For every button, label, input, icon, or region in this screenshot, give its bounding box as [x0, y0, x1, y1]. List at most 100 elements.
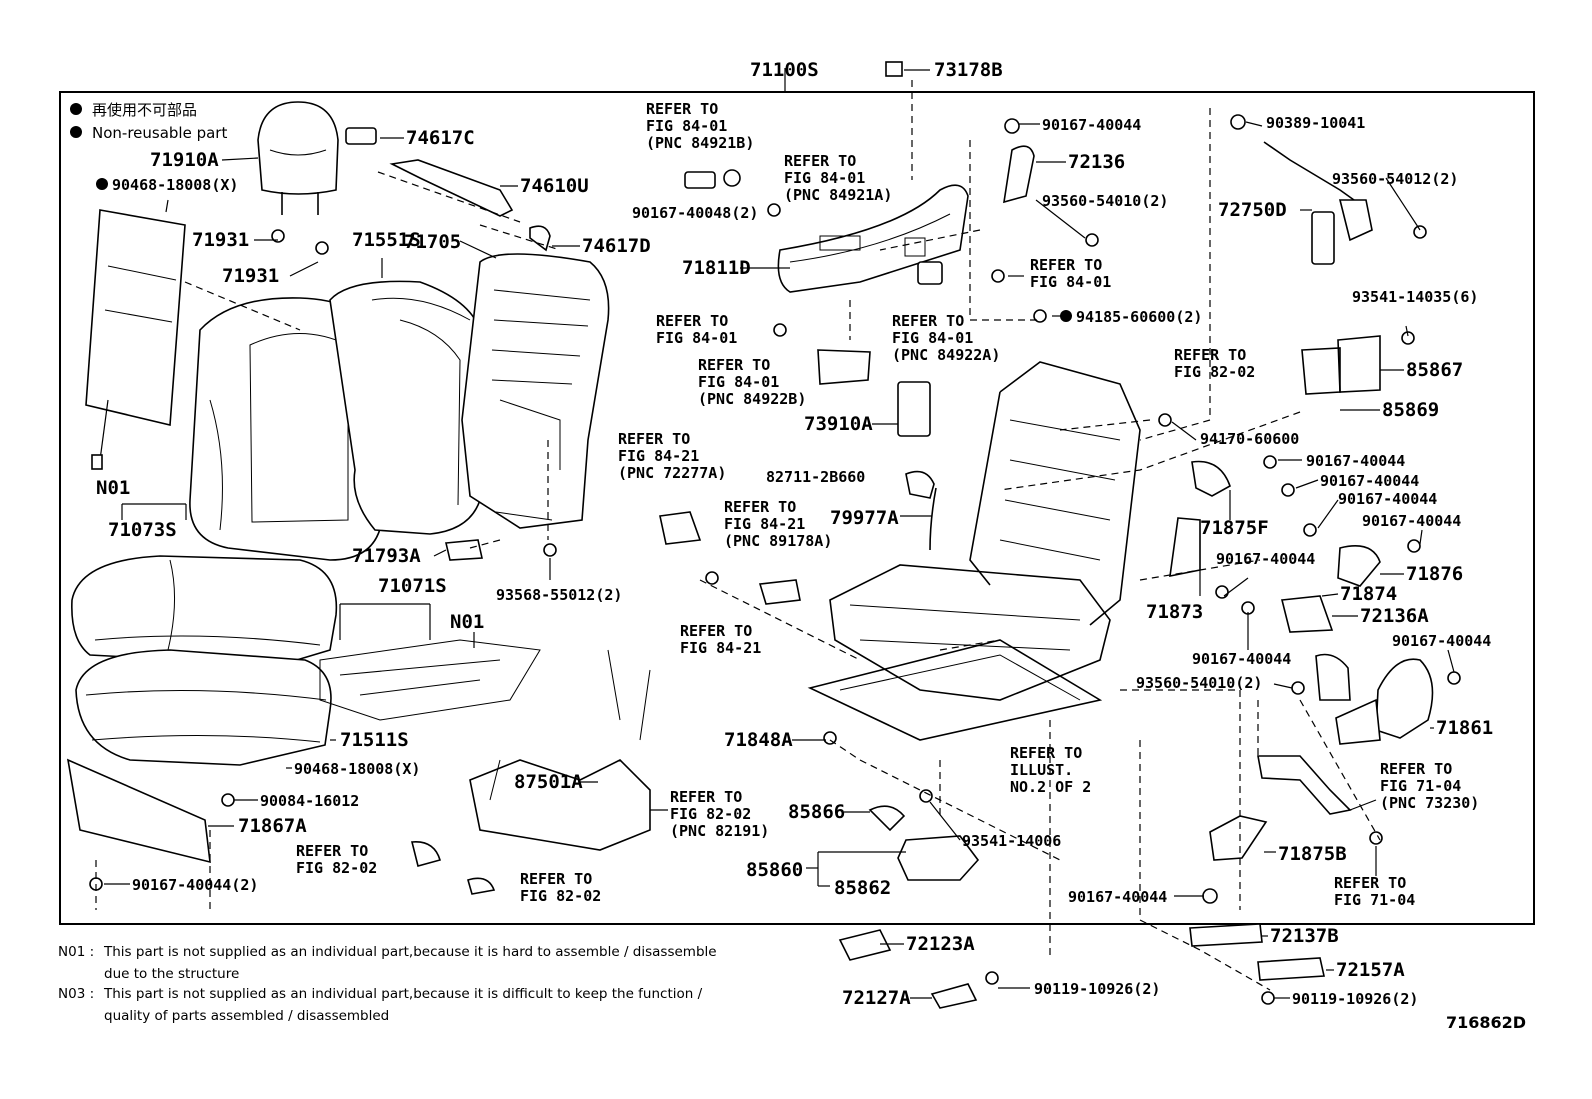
label-line: FIG 84-01: [656, 329, 737, 347]
part-label-94170-60600: 94170-60600: [1200, 430, 1299, 448]
front-trim-drawing: [66, 758, 211, 864]
part-label-72137b: 72137B: [1270, 925, 1339, 947]
back-board-drawing: [85, 209, 186, 470]
part-label-72750d: 72750D: [1218, 199, 1287, 221]
part-label-90167-40044-m: 90167-40044: [1216, 550, 1315, 568]
part-label-90468-18008-x-top: 90468-18008(X): [112, 176, 238, 194]
label-line: (PNC 73230): [1380, 794, 1479, 812]
note-n01-line1: This part is not supplied as an individu…: [103, 944, 717, 960]
diagram-code: 716862D: [1446, 1013, 1526, 1032]
label-line: REFER TO: [656, 312, 728, 330]
part-label-85867: 85867: [1406, 359, 1463, 381]
label-line: FIG 84-21: [724, 515, 805, 533]
part-label-71931-a: 71931: [192, 229, 249, 251]
part-label-90167-40044-r2: 90167-40044: [1320, 472, 1419, 490]
label-line: FIG 82-02: [1174, 363, 1255, 381]
clip-icon: [885, 61, 903, 77]
part-label-90084-16012: 90084-16012: [260, 792, 359, 810]
part-label-85862: 85862: [834, 877, 891, 899]
label-line: REFER TO: [1334, 874, 1406, 892]
label-line: REFER TO: [784, 152, 856, 170]
part-label-94185-60600: 94185-60600(2): [1076, 308, 1202, 326]
part-label-93541-14035: 93541-14035(6): [1352, 288, 1478, 306]
label-line: REFER TO: [618, 430, 690, 448]
part-label-85860: 85860: [746, 859, 803, 881]
footnotes: N01 : This part is not supplied as an in…: [58, 944, 717, 1024]
part-label-90167-40044-top: 90167-40044: [1042, 116, 1141, 134]
note-n01-line2: due to the structure: [104, 966, 239, 982]
headrest-drawing: [257, 101, 339, 215]
part-label-90167-40048: 90167-40048(2): [632, 204, 758, 222]
part-label-72127a: 72127A: [842, 987, 911, 1009]
part-label-93560-54012: 93560-54012(2): [1332, 170, 1458, 188]
part-label-93568-55012: 93568-55012(2): [496, 586, 622, 604]
leader-lines: [104, 68, 1455, 999]
part-label-71875b: 71875B: [1278, 843, 1347, 865]
label-line: NO.2 OF 2: [1010, 778, 1091, 796]
note-n03-key: N03 :: [58, 986, 94, 1002]
part-labels: 71100S 73178B 90167-40044 90389-10041 74…: [96, 59, 1493, 1009]
part-label-71551s: 71551S: [352, 229, 421, 251]
part-label-90167-40044-r4: 90167-40044: [1362, 512, 1461, 530]
small-parts-drawing: [345, 127, 1381, 1009]
part-label-74617d: 74617D: [582, 235, 651, 257]
part-label-72157a: 72157A: [1336, 959, 1405, 981]
part-label-74617c: 74617C: [406, 127, 475, 149]
part-label-n01-left: N01: [96, 477, 130, 499]
label-line: REFER TO: [1010, 744, 1082, 762]
part-label-71931-b: 71931: [222, 265, 279, 287]
label-line: FIG 82-02: [296, 859, 377, 877]
part-label-n01-mid: N01: [450, 611, 484, 633]
part-label-90468-18008-x-b: 90468-18008(X): [294, 760, 420, 778]
part-label-93541-14006: 93541-14006: [962, 832, 1061, 850]
non-reusable-bullet-icon: [1060, 310, 1072, 322]
dashed-assembly-lines: [95, 80, 1381, 991]
label-line: (PNC 84922B): [698, 390, 806, 408]
part-label-79977a: 79977A: [830, 507, 899, 529]
label-line: REFER TO: [724, 498, 796, 516]
part-label-71861: 71861: [1436, 717, 1493, 739]
part-label-73910a: 73910A: [804, 413, 873, 435]
part-label-90167-40044-r1: 90167-40044: [1306, 452, 1405, 470]
label-line: ILLUST.: [1010, 761, 1073, 779]
label-line: (PNC 84921A): [784, 186, 892, 204]
cushion-cover-drawing: [71, 555, 338, 666]
label-line: (PNC 84922A): [892, 346, 1000, 364]
part-label-71876: 71876: [1406, 563, 1463, 585]
non-reusable-bullet-icon: [70, 126, 82, 138]
non-reusable-bullet-icon: [70, 103, 82, 115]
note-n01-key: N01 :: [58, 944, 94, 960]
part-label-90167-40044-x2: 90167-40044(2): [132, 876, 258, 894]
label-line: FIG 84-01: [892, 329, 973, 347]
part-label-71071s: 71071S: [378, 575, 447, 597]
seatback-frame-drawing: [461, 253, 610, 529]
part-label-71867a: 71867A: [238, 815, 307, 837]
label-line: (PNC 82191): [670, 822, 769, 840]
label-line: REFER TO: [296, 842, 368, 860]
label-line: REFER TO: [1174, 346, 1246, 364]
legend: 再使用不可部品 Non-reusable part: [70, 101, 227, 142]
label-line: REFER TO: [698, 356, 770, 374]
label-line: FIG 84-21: [680, 639, 761, 657]
label-line: REFER TO: [646, 100, 718, 118]
part-label-90167-40044-r5: 90167-40044: [1392, 632, 1491, 650]
label-line: FIG 84-01: [698, 373, 779, 391]
label-line: REFER TO: [892, 312, 964, 330]
label-line: REFER TO: [1380, 760, 1452, 778]
part-label-71705: 71705: [404, 231, 461, 253]
label-line: REFER TO: [1030, 256, 1102, 274]
part-label-71793a: 71793A: [352, 545, 421, 567]
fasteners-drawing: [89, 114, 1461, 1005]
part-label-71873: 71873: [1146, 601, 1203, 623]
part-label-71874: 71874: [1340, 583, 1397, 605]
label-line: FIG 71-04: [1334, 891, 1415, 909]
